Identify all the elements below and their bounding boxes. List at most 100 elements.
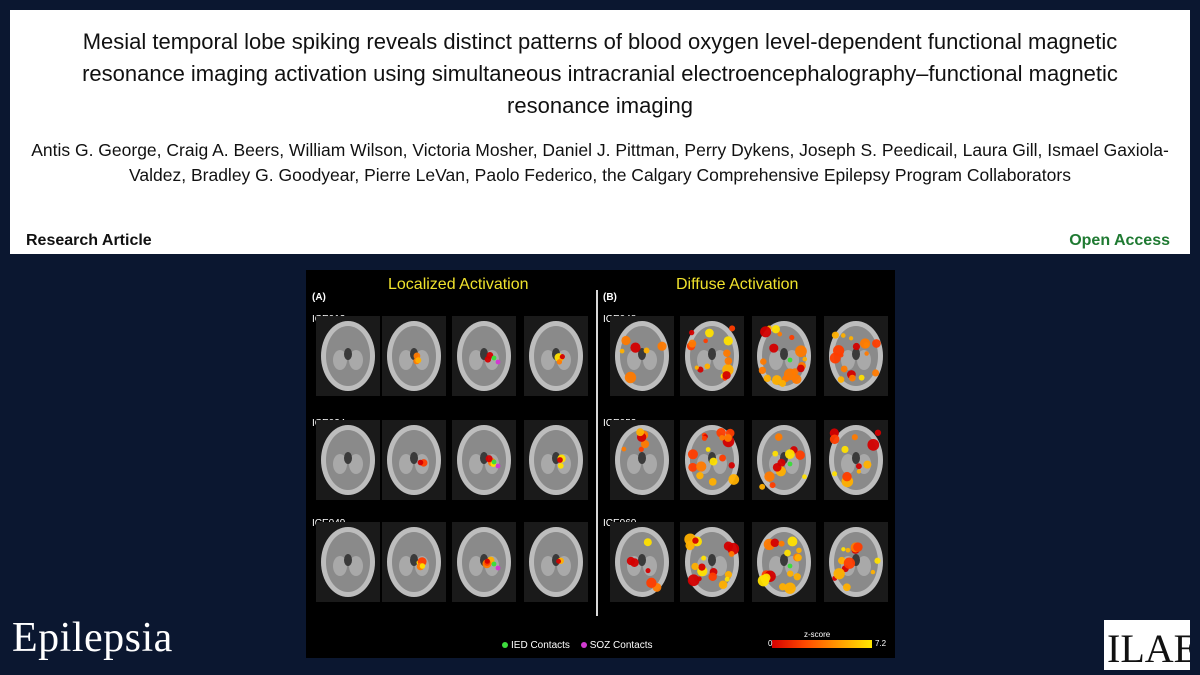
activation-blob xyxy=(874,557,881,564)
ventricle xyxy=(410,452,418,464)
brain-lobe xyxy=(627,350,641,370)
activation-blob xyxy=(760,326,772,338)
activation-blob xyxy=(556,359,563,365)
activation-blob xyxy=(856,469,861,474)
activation-blob xyxy=(840,333,846,338)
activation-blob xyxy=(837,376,845,383)
activation-blob xyxy=(557,462,564,469)
paper-title: Mesial temporal lobe spiking reveals dis… xyxy=(82,29,1118,118)
brain-lobe xyxy=(349,454,363,474)
activation-blob xyxy=(724,357,733,365)
activation-blob xyxy=(417,459,424,466)
activation-blob xyxy=(556,558,562,564)
brain-lobe xyxy=(333,350,347,370)
activation-blob xyxy=(705,328,714,338)
activation-blob xyxy=(757,574,770,587)
activation-blob xyxy=(787,570,794,577)
brain-lobe xyxy=(541,350,555,370)
activation-blob xyxy=(624,371,637,384)
activation-blob xyxy=(794,554,802,562)
activation-blob xyxy=(486,352,494,359)
activation-blob xyxy=(833,568,845,580)
activation-blob xyxy=(701,435,708,441)
activation-blob xyxy=(843,557,856,569)
activation-blob xyxy=(848,374,856,382)
ied-contact xyxy=(787,357,793,363)
activation-blob xyxy=(687,449,698,460)
journal-logo: Epilepsia xyxy=(12,615,173,661)
activation-blob xyxy=(723,349,731,357)
ventricle xyxy=(638,554,646,566)
activation-blob xyxy=(703,338,708,344)
activation-blob xyxy=(415,357,422,364)
activation-blob xyxy=(779,583,787,591)
soz-contact-marker-icon xyxy=(580,641,587,648)
ventricle xyxy=(638,452,646,464)
brain-lobe xyxy=(541,454,555,474)
activation-blob xyxy=(863,460,872,469)
ied-contact xyxy=(787,461,793,467)
activation-blob xyxy=(716,428,726,438)
ied-contact xyxy=(491,561,497,567)
activation-blob xyxy=(777,331,783,337)
activation-blob xyxy=(842,471,852,482)
activation-blob xyxy=(694,365,699,370)
activation-blob xyxy=(870,569,876,575)
brain-lobe xyxy=(643,454,657,474)
brain-lobe xyxy=(469,350,483,370)
activation-blob xyxy=(688,339,697,348)
activation-blob xyxy=(848,336,854,341)
activation-blob xyxy=(852,342,861,351)
activation-blob xyxy=(705,447,711,452)
activation-blob xyxy=(853,542,863,552)
activation-blob xyxy=(793,573,801,581)
activation-blob xyxy=(485,455,493,463)
ventricle xyxy=(344,452,352,464)
brain-lobe xyxy=(399,454,413,474)
panel-b-title: Diffuse Activation xyxy=(676,276,799,293)
activation-blob xyxy=(851,434,858,441)
activation-blob xyxy=(872,369,880,377)
activation-blob xyxy=(802,356,808,362)
activation-blob xyxy=(708,478,717,486)
activation-blob xyxy=(797,364,805,373)
activation-blob xyxy=(619,348,625,354)
article-header-card: Mesial temporal lobe spiking reveals dis… xyxy=(10,10,1190,254)
ied-legend-label: IED Contacts xyxy=(511,640,570,651)
activation-blob xyxy=(709,457,718,466)
activation-blob xyxy=(831,331,839,339)
open-access-label: Open Access xyxy=(1069,232,1170,249)
activation-blob xyxy=(419,563,426,569)
soz-contact xyxy=(495,565,501,571)
contacts-legend: IED Contacts SOZ Contacts xyxy=(494,640,653,651)
activation-blob xyxy=(789,334,795,341)
activation-blob xyxy=(784,582,796,594)
activation-blob xyxy=(723,541,734,551)
brain-slices-image xyxy=(316,316,888,602)
brain-lobe xyxy=(769,556,783,576)
activation-blob xyxy=(718,580,728,590)
colorbar-label: z-score xyxy=(804,630,831,639)
activation-blob xyxy=(841,547,846,552)
activation-blob xyxy=(867,438,880,451)
ventricle xyxy=(344,348,352,360)
activation-blob xyxy=(719,454,726,462)
activation-blob xyxy=(838,556,846,565)
ilae-logo: ILAE xyxy=(1104,620,1198,671)
brain-lobe xyxy=(333,454,347,474)
activation-blob xyxy=(724,576,730,582)
activation-blob xyxy=(779,379,787,387)
activation-blob xyxy=(771,325,780,334)
activation-blob xyxy=(874,429,882,436)
zscore-colorbar: z-score 0 7.2 xyxy=(768,630,886,654)
brain-lobe xyxy=(399,556,413,576)
activation-blob xyxy=(802,474,807,480)
soz-legend-label: SOZ Contacts xyxy=(589,640,653,651)
activation-blob xyxy=(763,374,771,383)
activation-blob xyxy=(692,537,699,544)
activation-blob xyxy=(758,366,767,375)
brain-lobe xyxy=(841,350,855,370)
activation-blob xyxy=(842,583,851,592)
activation-blob xyxy=(626,556,636,566)
activation-blob xyxy=(708,572,717,581)
